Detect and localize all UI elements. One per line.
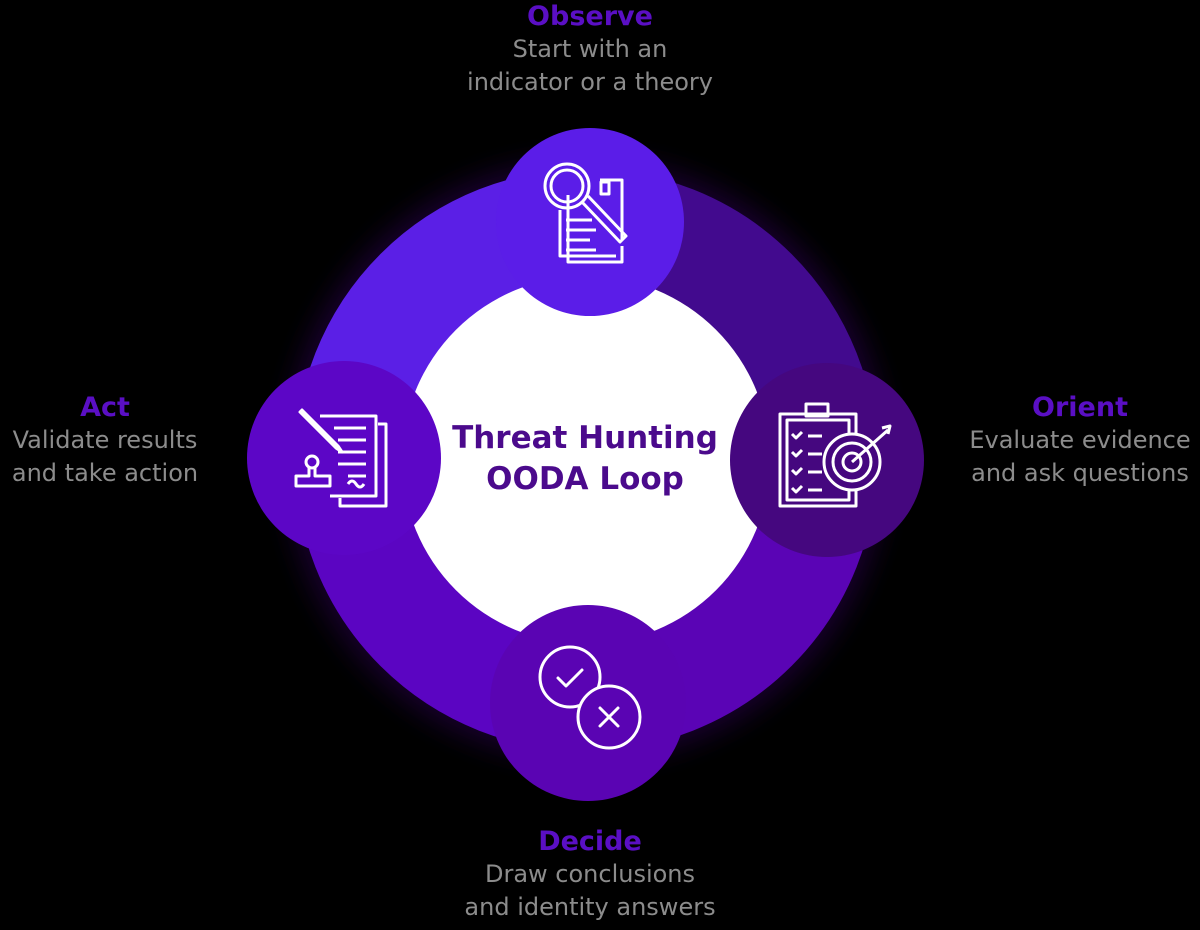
center-disc bbox=[402, 276, 770, 644]
observe-title: Observe bbox=[527, 1, 653, 32]
check-cross-icon bbox=[538, 645, 642, 750]
orient-label: Orient Evaluate evidence and ask questio… bbox=[950, 391, 1200, 490]
decide-desc-line1: Draw conclusions bbox=[484, 860, 696, 888]
orient-desc-line1: Evaluate evidence bbox=[969, 426, 1191, 454]
act-title: Act bbox=[80, 392, 130, 423]
act-desc-line2: and take action bbox=[11, 459, 199, 487]
center-title-line1: Threat Hunting bbox=[452, 420, 718, 456]
act-desc-line1: Validate results bbox=[12, 426, 198, 454]
observe-node bbox=[496, 128, 684, 316]
document-stamp-icon bbox=[294, 408, 388, 508]
observe-label: Observe Start with an indicator or a the… bbox=[420, 0, 760, 99]
observe-desc-line2: indicator or a theory bbox=[467, 68, 713, 96]
decide-label: Decide Draw conclusions and identity ans… bbox=[420, 825, 760, 924]
center-title-line2: OODA Loop bbox=[486, 461, 684, 497]
act-node bbox=[247, 361, 441, 555]
orient-desc-line2: and ask questions bbox=[971, 459, 1189, 487]
observe-desc-line1: Start with an bbox=[512, 35, 668, 63]
orient-title: Orient bbox=[1032, 392, 1128, 423]
decide-title: Decide bbox=[538, 826, 642, 857]
decide-desc-line2: and identity answers bbox=[464, 893, 716, 921]
act-label: Act Validate results and take action bbox=[0, 391, 220, 490]
center-title: Threat Hunting OODA Loop bbox=[430, 418, 740, 500]
clipboard-target-icon bbox=[778, 402, 892, 508]
magnifier-document-icon bbox=[543, 162, 628, 264]
